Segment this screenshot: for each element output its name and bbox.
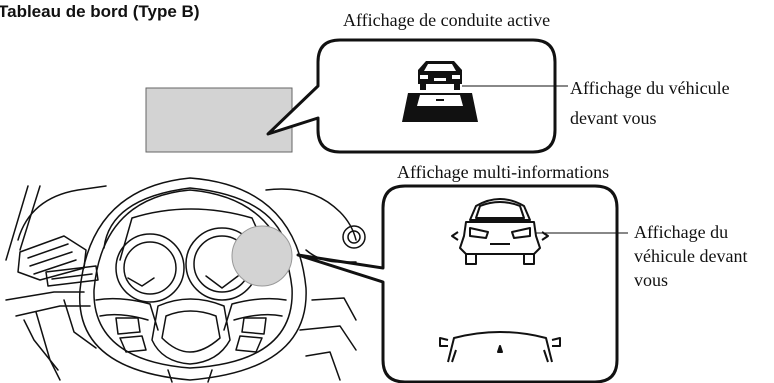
bottom-vehicle-ahead-label-line3: vous — [634, 270, 669, 290]
top-vehicle-ahead-label-line1: Affichage du véhicule — [570, 78, 730, 98]
bottom-vehicle-ahead-label-line1: Affichage du — [634, 222, 729, 242]
active-driving-car-icon — [402, 61, 478, 122]
bottom-callout-bubble — [296, 184, 619, 383]
dashboard-illustration — [5, 177, 366, 383]
multi-information-display-area — [231, 225, 293, 287]
active-driving-display-heading: Affichage de conduite active — [343, 10, 551, 30]
own-vehicle-icon — [439, 331, 561, 363]
windshield-display-area — [145, 87, 293, 153]
steering-hub — [151, 298, 231, 365]
vehicle-ahead-icon — [451, 198, 549, 265]
page-title: Tableau de bord (Type B) — [0, 2, 200, 21]
steering-wheel — [79, 177, 307, 381]
right-air-vent — [342, 225, 366, 249]
top-vehicle-ahead-label-line2: devant vous — [570, 108, 657, 128]
bottom-vehicle-ahead-label-line2: véhicule devant — [634, 246, 748, 266]
multi-information-display-heading: Affichage multi-informations — [397, 162, 610, 182]
